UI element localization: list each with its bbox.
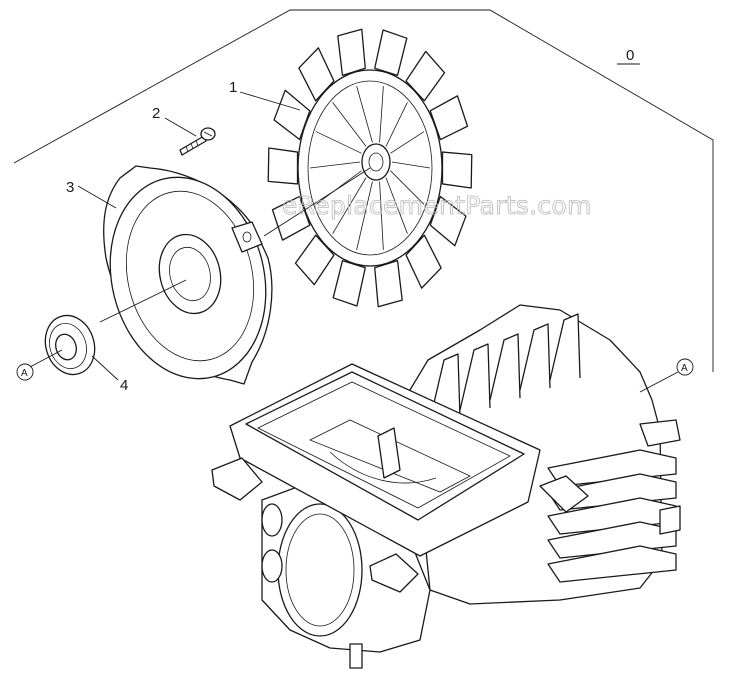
- fan-blade: [405, 50, 446, 102]
- screw-leader: [164, 117, 197, 137]
- fan-rib: [390, 170, 425, 205]
- fan-rib: [356, 181, 373, 250]
- bearing: [44, 314, 96, 376]
- bearing-leader: [91, 355, 119, 381]
- fan-blade: [441, 151, 473, 189]
- fan-rib: [385, 177, 408, 234]
- callout-bearing: 4: [120, 377, 128, 394]
- fan-rib: [391, 161, 431, 169]
- housing-fin-side: [547, 545, 677, 583]
- fan-rib: [315, 131, 362, 154]
- fan-blade: [405, 234, 442, 289]
- fan-rib: [309, 161, 361, 169]
- fan-rib: [332, 102, 367, 147]
- fan-rib: [356, 85, 373, 143]
- ref-label-left: A: [21, 368, 28, 379]
- ref-a-leader-left: [29, 349, 63, 368]
- ref-label-right: A: [681, 363, 688, 374]
- ref-marker-right: [676, 358, 694, 376]
- motor-housing: [211, 304, 681, 669]
- fan-rib: [379, 181, 384, 250]
- end-shield-lug: [231, 221, 263, 253]
- fan-rib: [332, 177, 367, 234]
- callout-fan: 1: [229, 79, 237, 96]
- fan-leader: [239, 91, 301, 111]
- watermark: eReplacementParts.com: [282, 191, 592, 220]
- ref-marker-left: [16, 363, 34, 381]
- screw: [179, 127, 216, 156]
- axis-leader: [99, 279, 187, 323]
- fan-rib: [385, 102, 408, 147]
- fan-blade: [332, 260, 366, 307]
- fan-hub: [361, 143, 391, 181]
- end-shield: [103, 165, 273, 385]
- housing-fin-top: [519, 323, 551, 391]
- axis-leader-fan: [263, 167, 371, 237]
- fan-blade: [374, 29, 408, 76]
- housing-fin-top: [459, 343, 491, 411]
- fan-blade: [337, 28, 366, 76]
- housing-fin-top: [549, 313, 581, 381]
- fan-blade: [374, 260, 403, 308]
- fan-blade: [298, 47, 335, 102]
- housing-fin-top: [489, 333, 521, 401]
- fan-impeller: [267, 28, 473, 308]
- kit-bracket: [13, 9, 714, 372]
- drain-spigot: [349, 643, 363, 669]
- fan-blade: [267, 147, 299, 185]
- callout-kit: 0: [626, 47, 634, 64]
- end-shield-leader: [77, 185, 117, 209]
- ref-a-leader-right: [639, 371, 679, 393]
- callout-screw: 2: [152, 105, 160, 122]
- fan-rib: [379, 86, 384, 143]
- fan-rib: [390, 131, 425, 154]
- fan-blade: [294, 234, 335, 286]
- callout-end-shield: 3: [66, 179, 74, 196]
